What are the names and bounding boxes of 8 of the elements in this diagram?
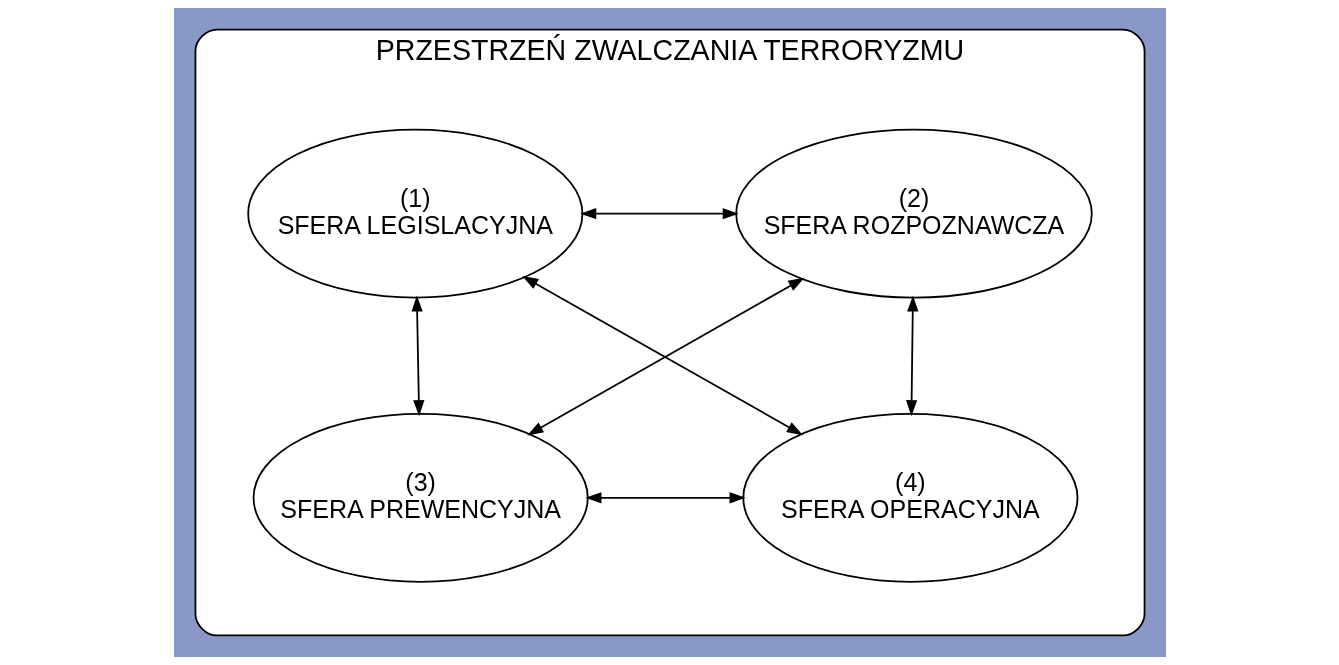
arrow	[905, 295, 918, 417]
node-ellipse: (1) SFERA LEGISLACYJNA	[246, 128, 583, 299]
arrow	[411, 295, 424, 417]
arrow	[579, 208, 739, 220]
node-ellipse: (4) SFERA OPERACYJNA	[741, 412, 1078, 583]
node-ellipse: (2) SFERA ROZPOZNAWCZA	[734, 128, 1093, 299]
node-ellipse: (3) SFERA PREWENCYJNA	[252, 412, 589, 583]
arrow	[584, 492, 746, 504]
